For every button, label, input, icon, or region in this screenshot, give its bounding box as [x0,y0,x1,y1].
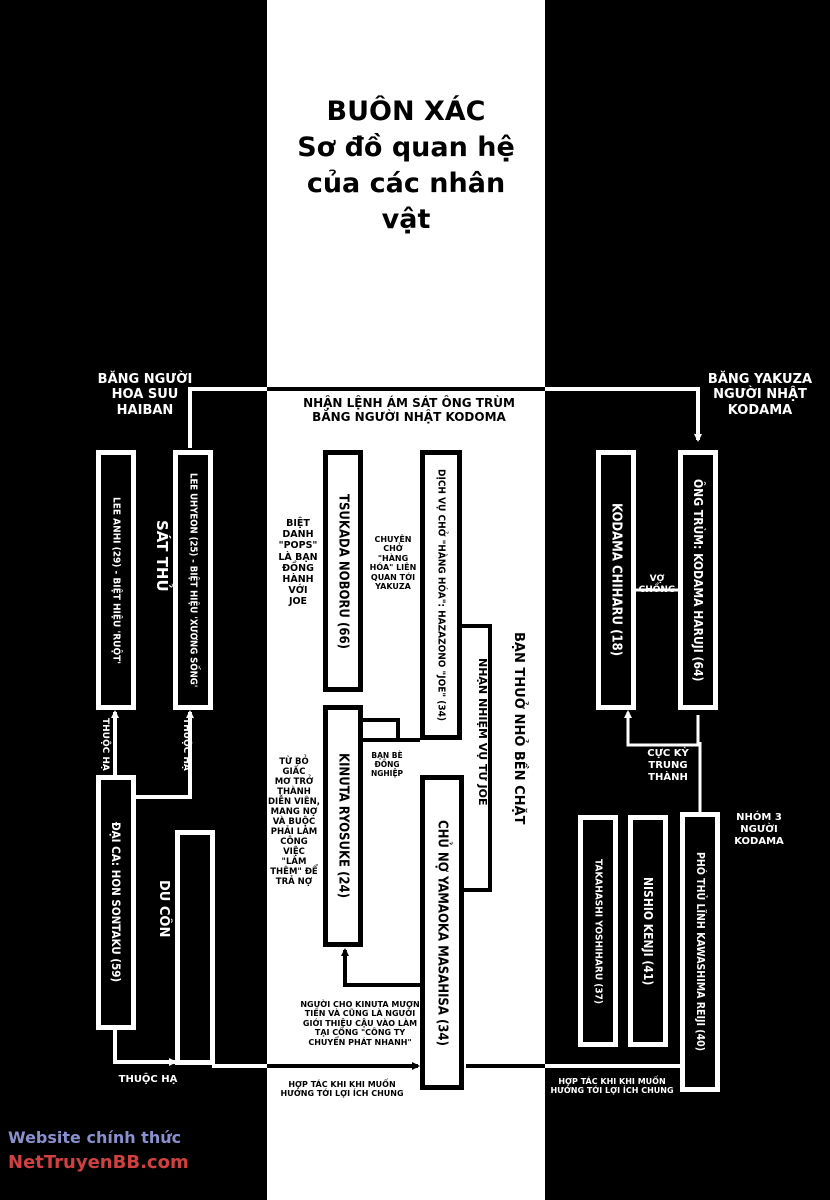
title-line-2: Sơ đồ quan hệ [297,132,515,163]
title-line-4: vật [381,204,431,235]
yamaoka-kinuta-line [341,948,420,987]
thuoc-ha-label-3: THUỘC HẠ [118,1074,178,1085]
watermark-line-2: NetTruyenBB.com [8,1152,189,1173]
du-con-label: DU CÔN [156,880,171,938]
chuyen-cho-note: CHUYÊN CHỞ "HÀNG HÓA" LIÊN QUAN TỚI YAKU… [369,535,417,592]
character-box-lee-uhyeon: LEE UHYEON (25) - BIỆT HIỆU 'XƯƠNG SỐNG' [173,450,213,710]
character-box-takahashi: TAKAHASHI YOSHIHARU (37) [578,815,618,1047]
character-name-lee-uhyeon: LEE UHYEON (25) - BIỆT HIỆU 'XƯƠNG SỐNG' [187,472,199,688]
character-box-hazazono: DỊCH VỤ CHỞ "HÀNG HÓA": HAZAZONO "JOE" (… [420,450,462,740]
kodama-gang-label: BĂNG YAKUZA NGƯỜI NHẬT KODAMA [707,372,813,418]
ban-tho-nho-label: BẠN THUỞ NHỎ BỀN CHẶT [511,632,526,825]
du-con-box [175,830,215,1065]
character-box-chiharu: KODAMA CHIHARU (18) [596,450,636,710]
biet-danh-note: BIỆT DANH "POPS" LÀ BẠN ĐỒNG HÀNH VỚI JO… [278,518,318,608]
character-name-kawashima: PHÓ THỦ LĨNH KAWASHIMA REIJI (40) [694,852,706,1052]
tu-bo-giac-mo-note: TỪ BỎ GIẤC MƠ TRỞ THÀNH DIỄN VIÊN, MANG … [268,757,320,888]
character-box-nishio: NISHIO KENJI (41) [628,815,668,1047]
character-name-haruji: ÔNG TRÙM: KODAMA HARUJI (64) [691,478,705,682]
mission-label: NHẬN LỆNH ÁM SÁT ÔNG TRÙM BĂNG NGƯỜI NHẬ… [303,396,515,425]
center-white-column [267,0,545,1200]
character-box-lee-anhi: LEE ANHI (29) - BIỆT HIỆU 'RUỘT' [96,450,136,710]
hop-tac-note-right: HỢP TÁC KHI KHI MUỐN HƯỚNG TỚI LỢI ÍCH C… [550,1077,674,1096]
character-box-kawashima: PHÓ THỦ LĨNH KAWASHIMA REIJI (40) [680,812,720,1092]
thuoc-ha-label-2: THUỘC HẠ [181,718,191,771]
loyalty-line [624,710,700,747]
character-name-hazazono: DỊCH VỤ CHỞ "HÀNG HÓA": HAZAZONO "JOE" (… [435,469,447,721]
vo-chong-label: VỢ CHỒNG [638,574,676,595]
thuoc-ha-label-1: THUỘC HẠ [100,718,110,771]
tsukada-joe-line [360,718,400,740]
character-box-haruji: ÔNG TRÙM: KODAMA HARUJI (64) [678,450,718,710]
mission-line-left [188,387,267,448]
page-title: BUÔN XÁC Sơ đồ quan hệ của các nhân vật [267,94,545,238]
character-name-lee-anhi: LEE ANHI (29) - BIỆT HIỆU 'RUỘT' [110,496,122,664]
mission-line-right [545,387,702,442]
nhan-nhiem-vu-label: NHẬN NHIỆM VỤ TỪ JOE [476,658,489,806]
cuc-ky-label: CỰC KỲ TRUNG THÀNH [647,748,689,783]
character-name-yamaoka: CHỦ NỢ YAMAOKA MASAHISA (34) [434,819,450,1046]
character-name-hon-sontaku: ĐẠI CA: HON SONTAKU (59) [109,822,123,983]
character-name-tsukada: TSUKADA NOBORU (66) [335,493,351,649]
character-box-hon-sontaku: ĐẠI CA: HON SONTAKU (59) [96,775,136,1030]
nhom-3-label: NHÓM 3 NGƯỜI KODAMA [734,812,784,847]
character-box-yamaoka: CHỦ NỢ YAMAOKA MASAHISA (34) [420,775,464,1090]
nguoi-cho-muon-note: NGƯỜI CHO KINUTA MƯỢN TIỀN VÀ CŨNG LÀ NG… [300,1000,420,1047]
sat-thu-label: SÁT THỦ [153,520,171,592]
character-name-chiharu: KODAMA CHIHARU (18) [608,503,624,657]
thuoc-ha-line-2 [133,710,194,799]
title-line-3: của các nhân [306,168,506,199]
thuoc-ha-line-3 [113,1030,177,1066]
watermark-line-1: Website chính thức [8,1128,182,1147]
character-name-takahashi: TAKAHASHI YOSHIHARU (37) [592,858,604,1004]
ban-be-note: BẠN BÈ ĐỒNG NGHIỆP [370,751,404,778]
joe-task-line [462,624,492,892]
character-name-kinuta: KINUTA RYOSUKE (24) [335,753,351,899]
character-name-nishio: NISHIO KENJI (41) [641,876,655,986]
character-box-tsukada: TSUKADA NOBORU (66) [323,450,363,692]
character-box-kinuta: KINUTA RYOSUKE (24) [323,705,363,947]
haiban-gang-label: BĂNG NGƯỜI HOA SUU HAIBAN [97,372,193,418]
title-line-1: BUÔN XÁC [326,96,486,127]
hop-tac-note-left: HỢP TÁC KHI KHI MUỐN HƯỚNG TỚI LỢI ÍCH C… [280,1080,404,1099]
